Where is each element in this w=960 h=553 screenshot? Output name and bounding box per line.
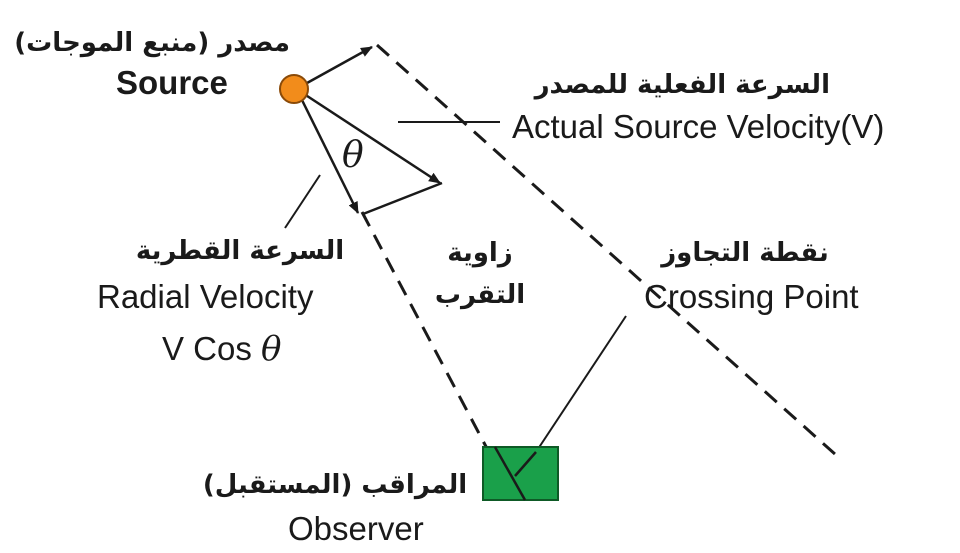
formula-theta: θ xyxy=(261,329,282,369)
observer-inner-line-1 xyxy=(493,446,527,501)
crossing-point-leader-line xyxy=(535,315,627,453)
actual-velocity-arrow xyxy=(297,88,441,185)
crossing-point-label-ar: نقطة التجاوز xyxy=(661,238,829,268)
approach-angle-label-line1: زاوية xyxy=(447,238,513,268)
radial-velocity-leader-line xyxy=(284,174,321,229)
initial-velocity-arrow xyxy=(297,45,373,90)
radial-velocity-formula: V Cos θ xyxy=(162,332,282,366)
theta-angle-label: θ xyxy=(342,135,364,176)
actual-velocity-text: Actual Source Velocity xyxy=(512,108,841,145)
actual-velocity-label-ar: السرعة الفعلية للمصدر xyxy=(534,70,830,100)
observer-label-en: Observer xyxy=(288,510,424,547)
actual-velocity-label-en: Actual Source Velocity(V) xyxy=(512,110,884,143)
radial-velocity-label-ar: السرعة القطرية xyxy=(135,236,345,266)
source-circle xyxy=(279,74,309,104)
velocity-symbol: (V) xyxy=(840,108,885,145)
projection-line xyxy=(362,181,443,216)
observer-label-ar: المراقب (المستقبل) xyxy=(202,470,468,500)
observer-inner-line-2 xyxy=(514,451,537,477)
crossing-point-label-en: Crossing Point xyxy=(644,278,859,315)
line-of-sight-dashed-line xyxy=(360,211,512,493)
formula-text: V Cos xyxy=(162,330,252,367)
approach-angle-label-line2: التقرب xyxy=(434,280,526,310)
radial-velocity-label-en: Radial Velocity xyxy=(97,278,314,315)
radial-velocity-arrow xyxy=(296,91,360,214)
source-label-ar: مصدر (منبع الموجات) xyxy=(14,28,290,58)
source-label-en: Source xyxy=(116,64,228,101)
